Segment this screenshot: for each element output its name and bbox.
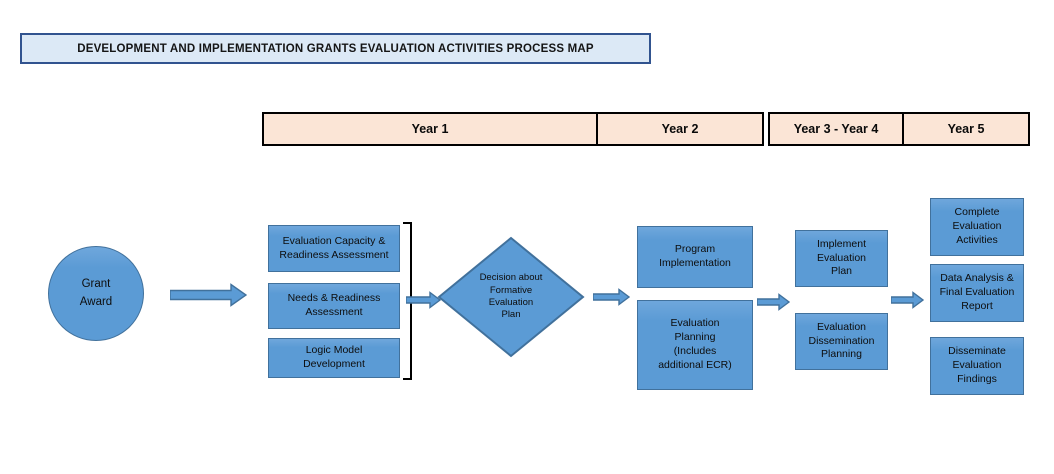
year1-box-logic-model: Logic Model Development [268, 338, 400, 378]
year1-box-logic-model-label: Logic Model Development [303, 344, 365, 370]
year2-box-evaluation-planning-label: Evaluation Planning (Includes additional… [658, 317, 732, 371]
year2-box-program-implementation-label: Program Implementation [659, 243, 731, 269]
arrow-award-to-year1-icon [170, 283, 247, 307]
year5-box-data-analysis-label: Data Analysis & Final Evaluation Report [939, 272, 1015, 312]
timeline-cell-year1: Year 1 [262, 112, 598, 146]
year3-box-dissemination-planning: Evaluation Dissemination Planning [795, 313, 888, 370]
page-title: DEVELOPMENT AND IMPLEMENTATION GRANTS EV… [20, 33, 651, 64]
year1-box-needs-readiness-label: Needs & Readiness Assessment [287, 292, 381, 318]
year5-box-data-analysis: Data Analysis & Final Evaluation Report [930, 264, 1024, 322]
timeline-cell-year5: Year 5 [902, 112, 1030, 146]
year5-box-complete-activities-label: Complete Evaluation Activities [952, 206, 1002, 246]
grant-award-node: Grant Award [48, 246, 144, 341]
arrow-decision-to-year2-icon [593, 286, 630, 308]
decision-diamond-label: Decision about Formative Evaluation Plan [479, 272, 543, 321]
year5-box-disseminate-findings-label: Disseminate Evaluation Findings [948, 345, 1006, 385]
year3-box-implement-plan-label: Implement Evaluation Plan [816, 237, 867, 278]
year5-box-disseminate-findings: Disseminate Evaluation Findings [930, 337, 1024, 395]
arrow-year2-to-year3-icon [757, 291, 790, 313]
year3-box-dissemination-planning-label: Evaluation Dissemination Planning [808, 320, 875, 361]
year2-box-evaluation-planning: Evaluation Planning (Includes additional… [637, 300, 753, 390]
year5-box-complete-activities: Complete Evaluation Activities [930, 198, 1024, 256]
timeline-label-year5: Year 5 [947, 122, 985, 136]
year1-box-needs-readiness: Needs & Readiness Assessment [268, 283, 400, 329]
year2-box-program-implementation: Program Implementation [637, 226, 753, 288]
timeline-label-year3-4: Year 3 - Year 4 [793, 122, 879, 136]
timeline-label-year1: Year 1 [411, 122, 449, 136]
year3-box-implement-plan: Implement Evaluation Plan [795, 230, 888, 287]
arrow-year1-to-decision-icon [406, 289, 441, 311]
grant-award-label: Grant Award [79, 277, 113, 308]
page-title-text: DEVELOPMENT AND IMPLEMENTATION GRANTS EV… [77, 42, 594, 55]
decision-diamond: Decision about Formative Evaluation Plan [437, 236, 585, 358]
year1-box-eval-capacity-label: Evaluation Capacity & Readiness Assessme… [279, 234, 389, 261]
timeline-cell-year2: Year 2 [596, 112, 764, 146]
timeline-label-year2: Year 2 [661, 122, 699, 136]
year1-box-eval-capacity: Evaluation Capacity & Readiness Assessme… [268, 225, 400, 272]
arrow-year3-to-year5-icon [891, 289, 924, 311]
timeline-cell-year3-4: Year 3 - Year 4 [768, 112, 904, 146]
